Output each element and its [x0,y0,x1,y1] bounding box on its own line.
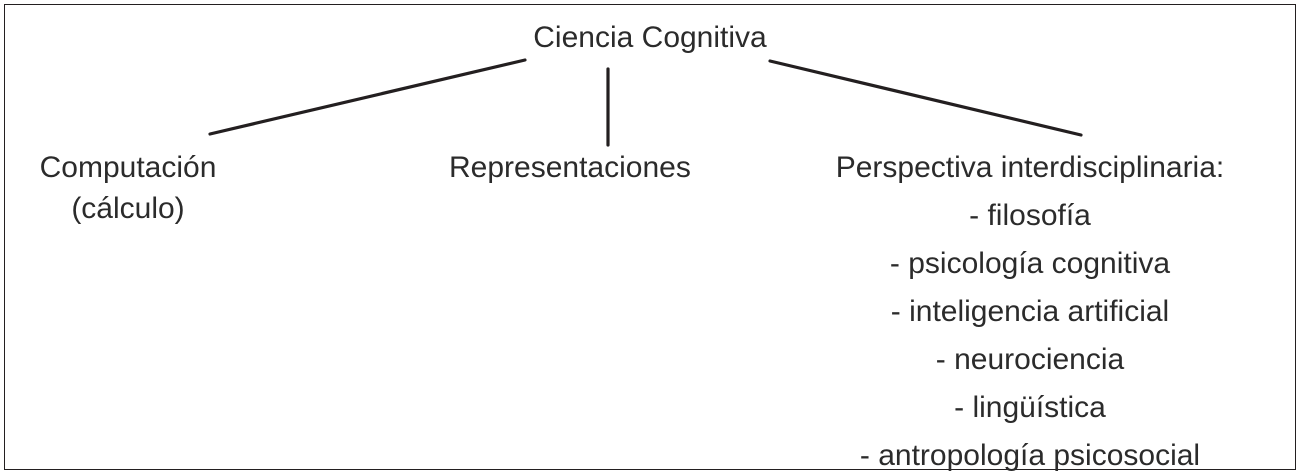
root-label: Ciencia Cognitiva [533,21,767,54]
list-item: - neurociencia [935,343,1125,376]
connector-line-left [208,58,527,136]
node-representations: Representaciones [449,150,691,186]
node-computation: Computación (cálculo) [10,150,246,227]
computation-label-line1: Computación [39,151,217,184]
connector-line-right [768,59,1083,137]
computation-label-line2: (cálculo) [71,192,185,225]
representations-label: Representaciones [449,151,691,184]
list-item: - psicología cognitiva [889,247,1171,280]
list-item: - filosofía [969,199,1091,232]
node-interdisciplinary: Perspectiva interdisciplinaria: - filoso… [800,150,1260,474]
list-item: - lingüística [954,391,1106,424]
interdisciplinary-heading: Perspectiva interdisciplinaria: [835,151,1225,184]
list-item: - antropología psicosocial [859,439,1201,472]
node-root: Ciencia Cognitiva [0,20,1300,56]
list-item: - inteligencia artificial [890,295,1170,328]
